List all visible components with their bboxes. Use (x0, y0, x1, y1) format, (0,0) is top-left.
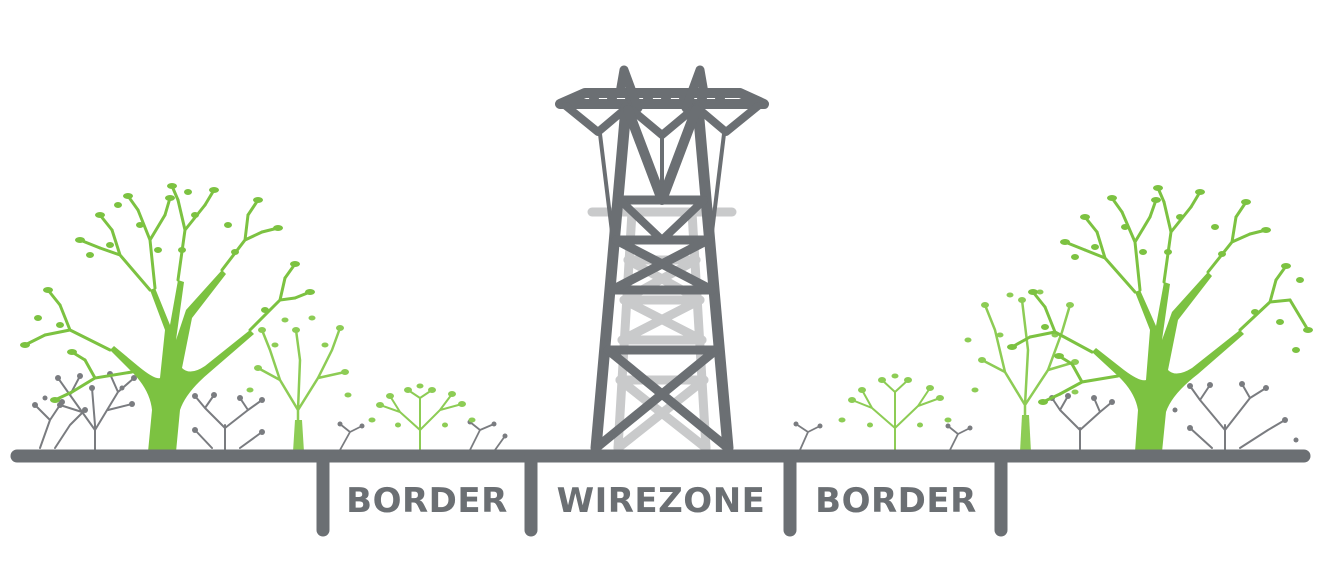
gray-shrub-left-3 (339, 421, 506, 451)
gray-shrub-right-1-leaves (793, 421, 973, 431)
medium-tree-left (246, 315, 352, 452)
wirezone-label: WIREZONE (557, 481, 766, 521)
right-border-label: BORDER (815, 481, 977, 521)
gray-shrub-left-2 (194, 394, 263, 451)
small-shrub-left (368, 383, 476, 451)
transmission-tower (555, 65, 769, 454)
large-tree-right (1007, 185, 1313, 452)
gray-shrub-left-leaves (32, 371, 137, 413)
left-border-label: BORDER (346, 481, 508, 521)
large-tree-left (20, 183, 315, 452)
gray-shrub-left-2-leaves (192, 392, 265, 435)
gray-shrub-right-1 (795, 423, 971, 451)
gray-shrub-right-2 (1051, 383, 1286, 451)
zone-boundary-lines (10, 449, 1311, 537)
small-shrub-right (838, 373, 952, 451)
gray-shrub-left-1 (34, 373, 135, 451)
medium-tree-right (964, 289, 1079, 452)
